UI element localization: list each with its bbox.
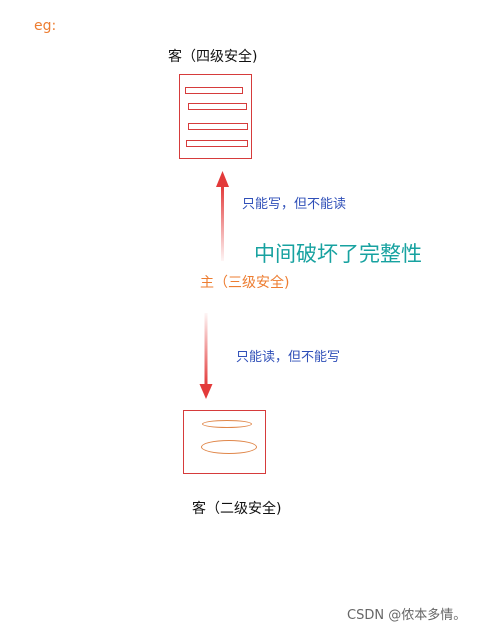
up-arrow <box>216 171 229 261</box>
example-label: eg: <box>34 18 57 34</box>
disk-ellipse <box>201 440 257 454</box>
integrity-warning: 中间破坏了完整性 <box>254 242 422 266</box>
bottom-object-title: 客（二级安全) <box>192 501 282 517</box>
down-arrow <box>199 313 213 399</box>
document-line <box>188 123 248 130</box>
disk-ellipse <box>202 420 252 428</box>
subject-label: 主（三级安全) <box>200 275 290 291</box>
document-line <box>186 140 248 147</box>
up-arrow-note: 只能写，但不能读 <box>242 197 347 212</box>
down-arrow-note: 只能读，但不能写 <box>236 350 341 365</box>
watermark: CSDN @侬本多情。 <box>347 608 467 623</box>
document-line <box>188 103 247 110</box>
document-icon <box>179 74 252 159</box>
document-line <box>185 87 243 94</box>
top-object-title: 客（四级安全) <box>168 49 258 65</box>
storage-icon <box>183 410 266 474</box>
